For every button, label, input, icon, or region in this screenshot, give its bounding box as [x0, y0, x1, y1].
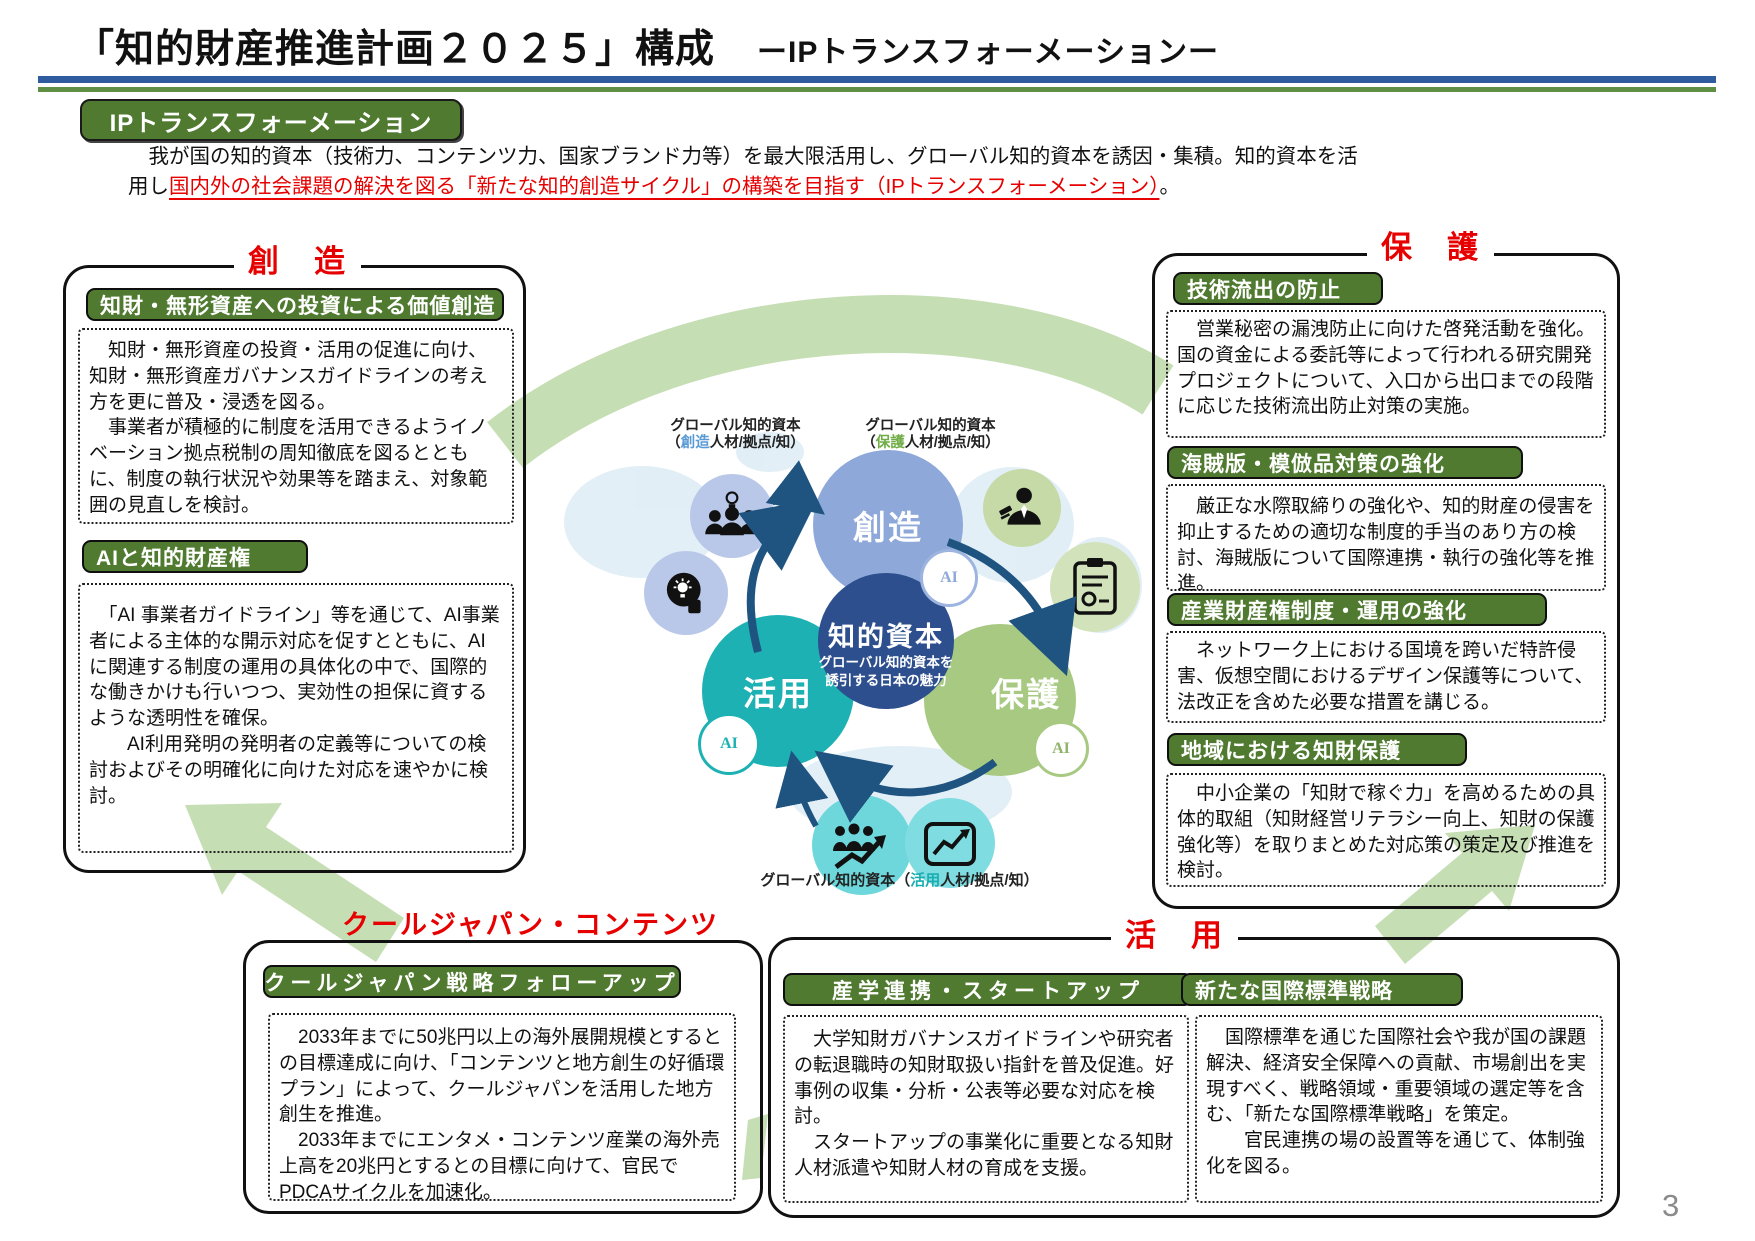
protect-circle-label: 保護 — [991, 676, 1061, 713]
arrow-use-to-create — [738, 498, 818, 654]
use-circle-label: 活用 — [743, 675, 813, 712]
protect-colored-word: 保護 — [875, 434, 905, 451]
body-investment-value-creation: 知財・無形資産の投資・活用の促進に向け、知財・無形資産ガバナンスガイドラインの考… — [78, 328, 514, 524]
arrow-chart-to-use — [775, 750, 829, 828]
arrow-create-to-protect — [946, 538, 1077, 677]
body-industrial-property-system: ネットワーク上における国境を跨いだ特許侵害、仮想空間におけるデザイン保護等につい… — [1166, 631, 1606, 723]
arrow-people-to-create — [765, 460, 825, 515]
title-rule-green — [38, 87, 1716, 92]
panel-hogo: 保 護 技術流出の防止 営業秘密の漏洩防止に向けた啓発活動を強化。国の資金による… — [1152, 231, 1620, 909]
heading-regional-ip-protection: 地域における知財保護 — [1167, 733, 1467, 766]
heading-industry-academia-startup: 産学連携・スタートアップ — [783, 973, 1193, 1006]
head-with-lightbulb-icon — [666, 572, 701, 614]
heading-investment-value-creation: 知財・無形資産への投資による価値創造 — [86, 288, 504, 321]
body-cooljapan-followup: 2033年までに50兆円以上の海外展開規模とするとの目標達成に向け、「コンテンツ… — [268, 1013, 736, 1203]
panel-souzou: 創 造 知財・無形資産への投資による価値創造 知財・無形資産の投資・活用の促進に… — [63, 245, 526, 873]
idea-head-icon-circle — [644, 551, 728, 635]
intro-line2-suffix: 。 — [1159, 174, 1180, 198]
global-capital-protect-label: グローバル知的資本 （保護人材/拠点/知） — [861, 418, 1000, 451]
body-international-standard-strategy: 国際標準を通じた国際社会や我が国の課題解決、経済安全保障への貢献、市場創出を実現… — [1195, 1015, 1603, 1203]
body-tech-leak-prevention: 営業秘密の漏洩防止に向けた啓発活動を強化。国の資金による委託等によって行われる研… — [1166, 310, 1606, 438]
body-industry-academia-startup: 大学知財ガバナンスガイドラインや研究者の転退職時の知財取扱い指針を普及促進。好事… — [783, 1015, 1189, 1203]
ip-transformation-badge: IPトランスフォーメーション — [80, 99, 462, 141]
page-number: 3 — [1662, 1188, 1680, 1223]
swoosh-arc-arrow — [487, 295, 1174, 468]
title-rule-blue — [38, 76, 1716, 83]
heading-ai-ip-rights: AIと知的財産権 — [82, 540, 308, 573]
heading-industrial-property-system: 産業財産権制度・運用の強化 — [1167, 593, 1547, 626]
center-subtitle-1: グローバル知的資本を — [818, 655, 954, 670]
panel-cooljapan: クールジャパン・コンテンツ クールジャパン戦略フォローアップ 2033年までに5… — [243, 911, 763, 1214]
body-anti-piracy: 厳正な水際取締りの強化や、知的財産の侵害を抑止するための適切な制度的手当のあり方… — [1166, 484, 1606, 594]
section-label-hogo: 保 護 — [1367, 231, 1494, 265]
intro-line2-prefix: 用し — [128, 174, 169, 198]
body-ai-ip-rights: 「AI 事業者ガイドライン」等を通じて、AI事業者による主体的な開示対応を促すと… — [78, 583, 514, 853]
people-rising-arrow-icon — [833, 823, 886, 869]
center-title: 知的資本 — [828, 622, 944, 652]
intro-paragraph: 我が国の知的資本（技術力、コンテンツ力、国家ブランド力等）を最大限活用し、グロー… — [128, 142, 1608, 202]
ai-badge-use: AI — [698, 713, 760, 775]
arrow-protect-to-use — [814, 750, 998, 823]
page-subtitle: ーIPトランスフォーメーションー — [757, 36, 1219, 69]
businessman-gavel-icon — [999, 487, 1041, 525]
heading-anti-piracy: 海賊版・模倣品対策の強化 — [1167, 446, 1523, 479]
clipboard-certificate-icon — [1073, 558, 1117, 615]
global-capital-use-label: グローバル知的資本（活用人材/拠点/知） — [760, 872, 1039, 889]
intro-line1: 我が国の知的資本（技術力、コンテンツ力、国家ブランド力等）を最大限活用し、グロー… — [128, 145, 1358, 168]
center-subtitle-2: 誘引する日本の魅力 — [825, 672, 947, 688]
green-arrow-up-right — [1375, 825, 1535, 964]
create-colored-word: 創造 — [680, 434, 710, 451]
line-chart-icon — [924, 822, 976, 866]
intro-line2-red-underlined: 国内外の社会課題の解決を図る「新たな知的創造サイクル」の構築を目指す（IPトラン… — [169, 174, 1160, 198]
ai-badge-protect: AI — [1033, 721, 1089, 777]
ai-badge-create: AI — [920, 549, 978, 607]
heading-tech-leak-prevention: 技術流出の防止 — [1173, 272, 1383, 305]
section-label-cooljapan: クールジャパン・コンテンツ — [342, 910, 719, 940]
heading-cooljapan-followup: クールジャパン戦略フォローアップ — [263, 965, 681, 998]
title-bar: 「知的財産推進計画２０２５」構成 ーIPトランスフォーメーションー — [75, 18, 1219, 74]
use-colored-word: 活用 — [910, 872, 941, 889]
create-circle-label: 創造 — [853, 509, 923, 546]
intellectual-capital-text: 知的資本 グローバル知的資本を 誘引する日本の魅力 — [776, 615, 996, 689]
global-capital-create-label: グローバル知的資本 （創造人材/拠点/知） — [666, 418, 805, 451]
page-title: 「知的財産推進計画２０２５」構成 — [75, 28, 716, 71]
section-label-katsuyou: 活 用 — [1111, 919, 1238, 953]
panel-katsuyou: 活 用 産学連携・スタートアップ 大学知財ガバナンスガイドラインや研究者の転退職… — [768, 919, 1620, 1218]
chart-icon-circle — [905, 798, 995, 888]
section-label-souzou: 創 造 — [234, 245, 361, 279]
body-regional-ip-protection: 中小企業の「知財で稼ぐ力」を高めるための具体的取組（知財経営リテラシー向上、知財… — [1166, 773, 1606, 887]
green-arrow-up-left — [185, 803, 404, 962]
protector-person-icon-circle — [983, 469, 1061, 547]
heading-international-standard-strategy: 新たな国際標準戦略 — [1181, 973, 1463, 1006]
